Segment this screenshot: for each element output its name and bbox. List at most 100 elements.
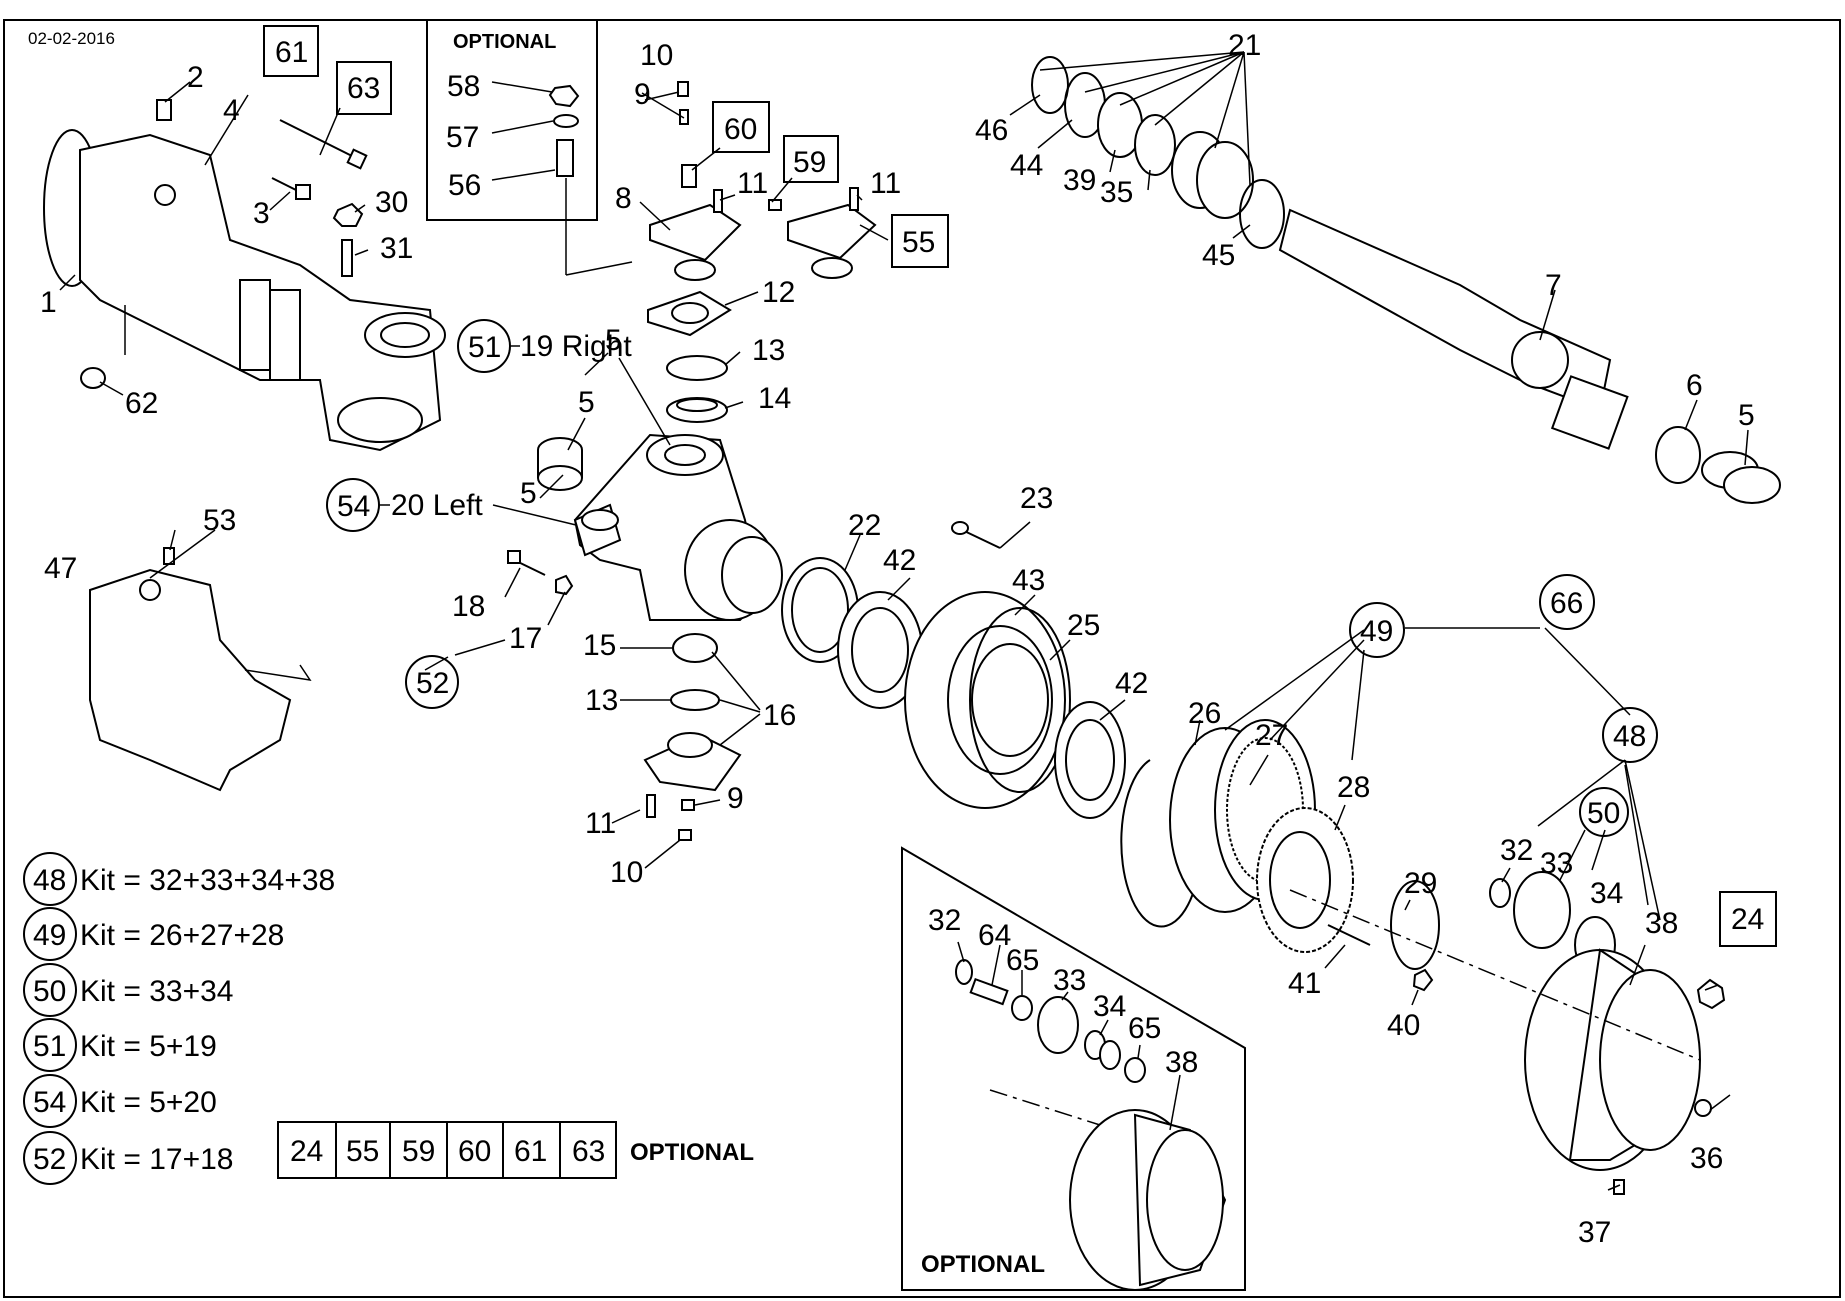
table-cell: 63 [572, 1135, 605, 1168]
callout: 62 [125, 387, 158, 420]
callout: 15 [583, 629, 616, 662]
callout: 27 [1255, 719, 1288, 752]
callout: 42 [1115, 667, 1148, 700]
wheel-hub [904, 591, 1066, 809]
callout: 40 [1387, 1009, 1420, 1042]
callout: 37 [1578, 1216, 1611, 1249]
date-stamp: 02-02-2016 [28, 29, 115, 48]
seal-35 [1134, 114, 1176, 176]
kit-text: Kit = 32+33+34+38 [80, 864, 335, 897]
optional-box-bottom [901, 846, 1246, 1291]
bearing-assembly [1171, 131, 1254, 219]
callout: 46 [975, 114, 1008, 147]
callout: 4 [223, 94, 240, 127]
callout: 7 [1545, 269, 1562, 302]
table-cell: 60 [458, 1135, 491, 1168]
bushing-left [537, 437, 583, 491]
callout: 16 [763, 699, 796, 732]
circled-callout: 49 [1360, 615, 1393, 648]
hub-cover [1524, 948, 1701, 1171]
kit-text: Kit = 26+27+28 [80, 919, 284, 952]
callout: 47 [44, 552, 77, 585]
axle-housing [43, 129, 446, 452]
callout: 65 [1006, 944, 1039, 977]
stud-56 [556, 139, 574, 177]
callout: 23 [1020, 482, 1053, 515]
circled-callout: 50 [1587, 797, 1620, 830]
callout: 5 [520, 477, 537, 510]
shim [647, 290, 732, 337]
seal-upper [666, 355, 728, 381]
bearing-lower [672, 633, 718, 663]
kit-text: Kit = 33+34 [80, 975, 233, 1008]
optional-box-top [426, 19, 598, 221]
callout: 58 [447, 70, 480, 103]
callout: 65 [1128, 1012, 1161, 1045]
optional-table: 24 55 59 60 61 63 [277, 1121, 617, 1179]
table-cell: 59 [402, 1135, 435, 1168]
optional-bottom-label: OPTIONAL [921, 1251, 1045, 1278]
table-cell: 24 [290, 1135, 323, 1168]
callout: 1 [40, 286, 57, 319]
callout: 43 [1012, 564, 1045, 597]
callout: 11 [585, 807, 616, 840]
boxed-callout: 60 [724, 113, 757, 146]
kit-id: 52 [33, 1143, 66, 1176]
callout: 45 [1202, 239, 1235, 272]
planet-gear [1513, 871, 1571, 949]
callout: 13 [752, 334, 785, 367]
callout: 41 [1288, 967, 1321, 1000]
callout: 29 [1404, 867, 1437, 900]
long-bolt [279, 119, 361, 161]
optional-hub-cover [1069, 1109, 1227, 1291]
callout: 10 [640, 39, 673, 72]
o-ring [969, 607, 1071, 793]
table-cell: 61 [514, 1135, 547, 1168]
boxed-callout: 24 [1731, 903, 1764, 936]
kit-text: Kit = 5+19 [80, 1030, 217, 1063]
callout: 34 [1590, 877, 1623, 910]
circled-callout: 52 [416, 667, 449, 700]
callout: 30 [375, 186, 408, 219]
callout: 38 [1165, 1046, 1198, 1079]
callout: 56 [448, 169, 481, 202]
optional-top-label: OPTIONAL [453, 31, 556, 53]
kit-id: 49 [33, 919, 66, 952]
callout: 35 [1100, 176, 1133, 209]
callout: 32 [1500, 834, 1533, 867]
callout: 5 [605, 324, 622, 357]
right-label: 19 Right [520, 330, 632, 363]
callout: 18 [452, 590, 485, 623]
gear-carrier [1256, 807, 1354, 953]
ring-6 [1655, 426, 1701, 484]
callout: 26 [1188, 697, 1221, 730]
kit-id: 51 [33, 1030, 66, 1063]
callout: 14 [758, 382, 791, 415]
callout: 11 [737, 167, 768, 200]
optional-table-label: OPTIONAL [630, 1139, 754, 1166]
circled-callout: 66 [1550, 587, 1583, 620]
boxed-callout: 63 [347, 72, 380, 105]
o-ring-45 [1239, 179, 1285, 249]
circled-callout: 51 [468, 331, 501, 364]
steering-knuckle [573, 433, 783, 621]
callout: 9 [727, 782, 744, 815]
callout: 11 [870, 167, 901, 200]
callout: 22 [848, 509, 881, 542]
kit-text: Kit = 17+18 [80, 1143, 233, 1176]
left-label: 20 Left [391, 489, 483, 522]
leader-lines [59, 51, 1749, 1191]
kit-legend: 48 Kit = 32+33+34+38 49 Kit = 26+27+28 5… [23, 852, 335, 1185]
callout: 12 [762, 276, 795, 309]
callout: 9 [634, 78, 651, 111]
callout: 5 [1738, 399, 1755, 432]
callout: 17 [509, 622, 542, 655]
callout: 28 [1337, 771, 1370, 804]
nut-58 [548, 84, 580, 108]
kingpin-cap-upper [649, 203, 742, 281]
callout: 53 [203, 504, 236, 537]
circled-callouts: 51 54 52 49 66 48 50 [326, 319, 1658, 837]
kingpin-cap-lower [643, 732, 742, 792]
callout: 32 [928, 904, 961, 937]
